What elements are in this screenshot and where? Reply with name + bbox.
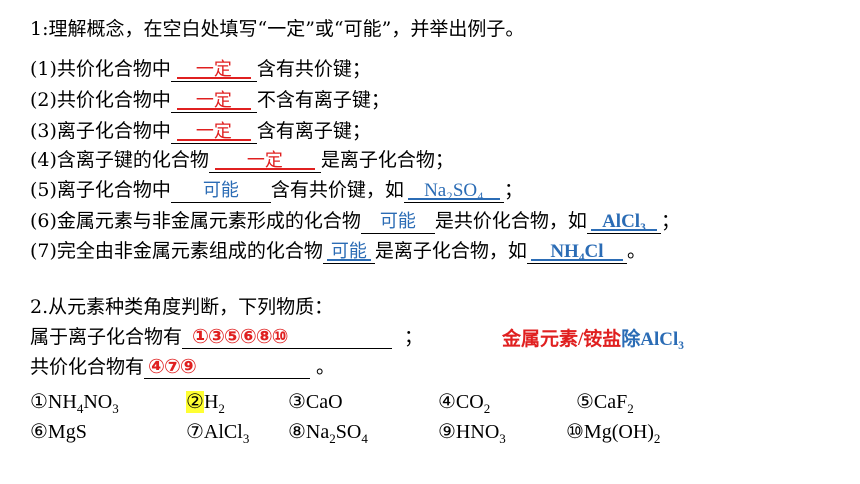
q1-item-7-post: 。	[626, 240, 646, 262]
q1-item-7-pre: (7)完全由非金属元素组成的化合物	[30, 240, 323, 262]
q1-item-5-post: ；	[503, 179, 523, 201]
q2-ionic-label: 属于离子化合物有	[30, 326, 183, 348]
q1-item-7: (7)完全由非金属元素组成的化合物可能是离子化合物，如 NH₄Cl 。	[30, 236, 646, 266]
q1-item-7-mid: 是离子化合物，如	[374, 240, 527, 262]
q1-item-2: (2)共价化合物中 一定 不含有离子键；	[30, 85, 390, 115]
q1-item-6-example-blank: AlCl₃	[586, 209, 661, 234]
q1-item-3-answer: 一定	[195, 121, 232, 142]
q1-item-4-pre: (4)含离子键的化合物	[30, 149, 209, 171]
q2-covalent-answer: ④⑦⑨	[148, 354, 197, 378]
q1-item-6-post: ；	[660, 210, 680, 232]
option-5: ⑤CaF2	[576, 391, 634, 416]
q1-item-2-post: 不含有离子键；	[256, 89, 390, 111]
option-1: ①NH4NO3	[30, 391, 119, 416]
q1-title: 1:理解概念，在空白处填写“一定”或“可能”，并举出例子。	[30, 18, 525, 40]
q1-item-1-pre: (1)共价化合物中	[30, 58, 171, 80]
option-9: ⑨HNO3	[438, 421, 506, 446]
q1-item-2-answer: 一定	[195, 90, 232, 111]
q1-item-2-pre: (2)共价化合物中	[30, 89, 171, 111]
q1-item-5-blank: 可能	[170, 178, 271, 203]
q2-hint-red: 金属元素/铵盐	[502, 329, 622, 350]
q1-item-7-example-blank: NH₄Cl	[526, 239, 627, 264]
q1-item-1-post: 含有共价键；	[256, 58, 371, 80]
q1-item-6-pre: (6)金属元素与非金属元素形成的化合物	[30, 210, 361, 232]
q1-item-5-answer: 可能	[202, 180, 239, 201]
q2-ionic-blank: ①③⑤⑥⑧⑩	[182, 324, 393, 349]
option-4: ④CO2	[438, 391, 491, 416]
option-2: ②H2	[186, 391, 225, 416]
q1-item-1: (1)共价化合物中 一定 含有共价键；	[30, 54, 371, 84]
q1-item-3: (3)离子化合物中 一定 含有离子键；	[30, 116, 371, 146]
q1-item-4-answer: 一定	[246, 150, 283, 171]
q1-item-6: (6)金属元素与非金属元素形成的化合物可能是共价化合物，如 AlCl₃ ；	[30, 206, 680, 236]
q1-item-3-pre: (3)离子化合物中	[30, 120, 171, 142]
q1-item-7-blank: 可能	[322, 239, 375, 264]
q1-item-1-blank: 一定	[170, 57, 257, 82]
option-8: ⑧Na2SO4	[288, 421, 368, 446]
q1-item-7-example: NH₄Cl	[550, 241, 604, 262]
q2-covalent-label: 共价化合物有	[30, 356, 145, 378]
option-6: ⑥MgS	[30, 421, 87, 443]
q1-item-6-mid: 是共价化合物，如	[434, 210, 587, 232]
q1-item-4-blank: 一定	[208, 148, 321, 173]
q1-item-6-blank: 可能	[360, 209, 435, 234]
q1-item-5-mid: 含有共价键，如	[270, 179, 404, 201]
q2-ionic-answer: ①③⑤⑥⑧⑩	[192, 324, 289, 348]
q1-item-5-example: Na₂SO₄	[424, 180, 484, 201]
q2-ionic-end: ；	[404, 326, 424, 348]
q2-ionic-line: 属于离子化合物有 ①③⑤⑥⑧⑩ ；	[30, 322, 423, 352]
q1-item-5: (5)离子化合物中 可能 含有共价键，如 Na₂SO₄ ；	[30, 175, 523, 205]
q1-item-3-blank: 一定	[170, 119, 257, 144]
option-10: ⑩Mg(OH)2	[566, 421, 661, 446]
option-3: ③CaO	[288, 391, 343, 413]
q1-item-7-answer: 可能	[330, 241, 367, 262]
q1-item-5-example-blank: Na₂SO₄	[403, 178, 504, 203]
q2-hint: 金属元素/铵盐除AlCl₃	[502, 324, 684, 351]
q2-covalent-end: 。	[316, 356, 336, 378]
option-7: ⑦AlCl3	[186, 421, 250, 446]
q2-covalent-blank: ④⑦⑨	[144, 354, 311, 379]
q1-item-4: (4)含离子键的化合物 一定 是离子化合物；	[30, 145, 454, 175]
q1-item-6-example: AlCl₃	[602, 211, 646, 232]
q1-item-3-post: 含有离子键；	[256, 120, 371, 142]
q1-item-5-pre: (5)离子化合物中	[30, 179, 171, 201]
q1-item-4-post: 是离子化合物；	[320, 149, 454, 171]
q1-item-2-blank: 一定	[170, 88, 257, 113]
q1-item-1-answer: 一定	[195, 59, 232, 80]
q2-title: 2.从元素种类角度判断，下列物质：	[30, 296, 334, 318]
q2-hint-blue: 除AlCl₃	[621, 329, 684, 350]
q1-item-6-answer: 可能	[379, 211, 416, 232]
